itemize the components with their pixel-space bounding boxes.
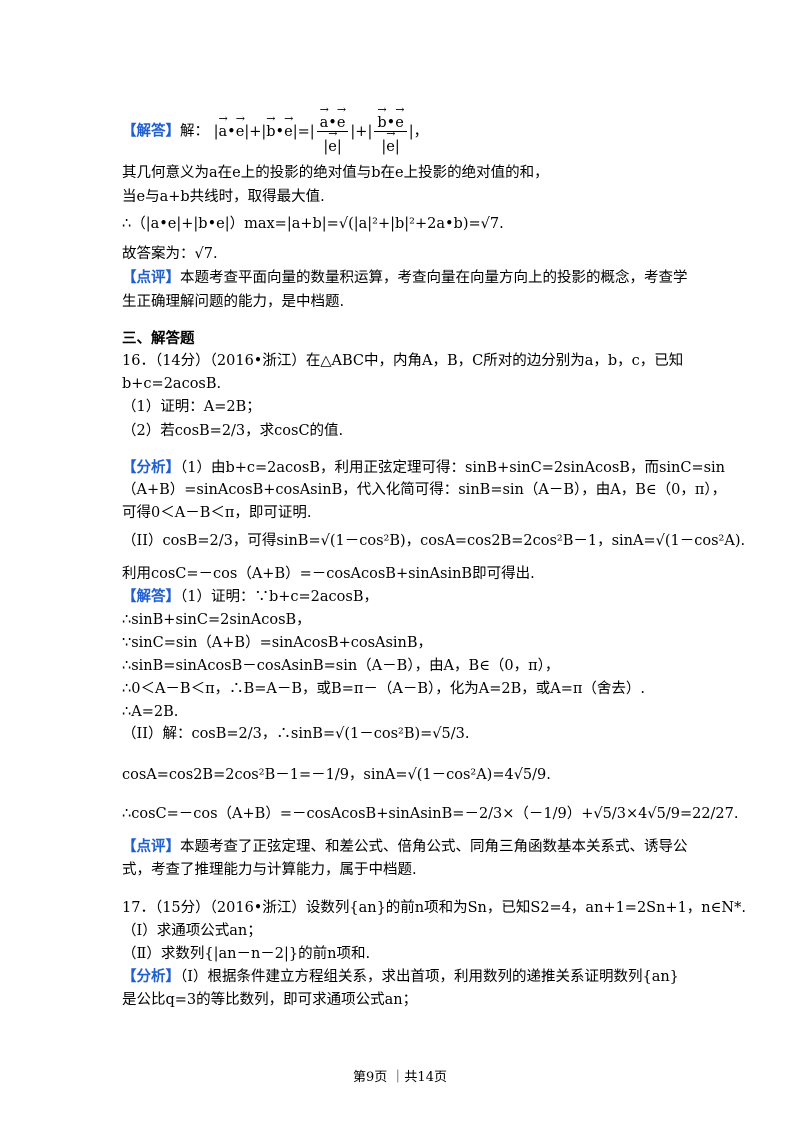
p16-solution-line7: （II）解：cosB=2/3，∴sinB=√(1－cos²B)=√5/3.: [122, 726, 470, 742]
p16-review-line2: 式，考查了推理能力与计算能力，属于中档题.: [122, 862, 417, 878]
p15-review-line1: 【点评】本题考查平面向量的数量积运算，考查向量在向量方向上的投影的概念，考查学: [122, 267, 688, 289]
review-tag: 【点评】: [122, 838, 180, 855]
p15-solution-line: 【解答】解： |a•e|+|b•e|=|a•e|e||+|b•e|e||，: [122, 104, 429, 155]
solution-lead: 解：: [180, 123, 209, 140]
p17-analysis-line2: 是公比q=3的等比数列，即可求通项公式an；: [122, 992, 418, 1008]
p15-solution-formula: |a•e|+|b•e|=|a•e|e||+|b•e|e||，: [214, 104, 429, 155]
section-title: 三、解答题: [122, 330, 195, 347]
p16-review-line1: 【点评】本题考查了正弦定理、和差公式、倍角公式、同角三角函数基本关系式、诱导公: [122, 836, 688, 858]
p16-analysis-line2: （A+B）=sinAcosB+cosAsinB，代入化简可得：sinB=sin（…: [122, 482, 727, 498]
p16-question2: （2）若cosB=2/3，求cosC的值.: [122, 423, 344, 439]
review-text: 本题考查平面向量的数量积运算，考查向量在向量方向上的投影的概念，考查学: [180, 270, 688, 286]
p17-analysis-line1: 【分析】（Ⅰ）根据条件建立方程组关系，求出首项，利用数列的递推关系证明数列{an…: [122, 966, 679, 988]
p16-solution-line9: ∴cosC=－cos（A+B）=－cosAcosB+sinAsinB=－2/3×…: [122, 806, 739, 822]
analysis-tag: 【分析】: [122, 459, 180, 476]
review-tag: 【点评】: [122, 269, 180, 286]
p16-solution-line6: ∴A=2B.: [122, 704, 179, 720]
p15-answer: 故答案为：√7.: [122, 246, 218, 262]
p17-stem: 17．（15分）（2016•浙江）设数列{an}的前n项和为Sn，已知S2=4，…: [122, 900, 746, 916]
p16-analysis-line1: 【分析】（1）由b+c=2acosB，利用正弦定理可得：sinB+sinC=2s…: [122, 457, 725, 479]
p15-geometric-meaning: 其几何意义为a在e上的投影的绝对值与b在e上投影的绝对值的和，: [122, 165, 549, 181]
solution-tag: 【解答】: [122, 122, 180, 140]
analysis-text: （Ⅰ）根据条件建立方程组关系，求出首项，利用数列的递推关系证明数列{an}: [180, 969, 679, 985]
p16-stem-line1: 16．（14分）（2016•浙江）在△ABC中，内角A，B，C所对的边分别为a，…: [122, 353, 684, 369]
review-text: 本题考查了正弦定理、和差公式、倍角公式、同角三角函数基本关系式、诱导公: [180, 839, 688, 855]
p16-solution-line2: ∴sinB+sinC=2sinAcosB，: [122, 612, 311, 628]
p15-max-expression: ∴（|a•e|+|b•e|）max=|a+b|=√(|a|²+|b|²+2a•b…: [122, 216, 504, 232]
analysis-tag: 【分析】: [122, 968, 180, 985]
p16-solution-line8: cosA=cos2B=2cos²B－1=－1/9，sinA=√(1－cos²A)…: [122, 767, 551, 783]
p16-stem-line2: b+c=2acosB.: [122, 376, 222, 392]
solution-tag: 【解答】: [122, 588, 180, 605]
p16-question1: （1）证明：A=2B；: [122, 399, 261, 415]
p17-question2: （Ⅱ）求数列{|an－n－2|}的前n项和.: [122, 946, 371, 962]
p17-question1: （Ⅰ）求通项公式an；: [122, 923, 262, 939]
p16-solution-line4: ∴sinB=sinAcosB－cosAsinB=sin（A－B），由A，B∈（0…: [122, 658, 560, 674]
p16-analysis-line5: 利用cosC=－cos（A+B）=－cosAcosB+sinAsinB即可得出.: [122, 566, 535, 582]
p16-solution-line5: ∴0＜A－B＜π，∴B=A－B，或B=π－（A－B），化为A=2B，或A=π（舍…: [122, 681, 646, 697]
analysis-text: （1）由b+c=2acosB，利用正弦定理可得：sinB+sinC=2sinAc…: [180, 460, 726, 476]
p15-review-line2: 生正确理解问题的能力，是中档题.: [122, 294, 345, 310]
p16-solution-line3: ∵sinC=sin（A+B）=sinAcosB+cosAsinB，: [122, 635, 433, 651]
p16-analysis-line4: （II）cosB=2/3，可得sinB=√(1－cos²B)，cosA=cos2…: [122, 533, 746, 549]
p16-analysis-line3: 可得0＜A－B＜π，即可证明.: [122, 505, 312, 521]
solution-text: （1）证明：∵b+c=2acosB，: [180, 589, 378, 605]
page-footer: 第9页 ｜共14页: [353, 1070, 447, 1085]
p16-solution-line1: 【解答】（1）证明：∵b+c=2acosB，: [122, 586, 378, 608]
p15-max-condition: 当e与a+b共线时，取得最大值.: [122, 189, 325, 205]
